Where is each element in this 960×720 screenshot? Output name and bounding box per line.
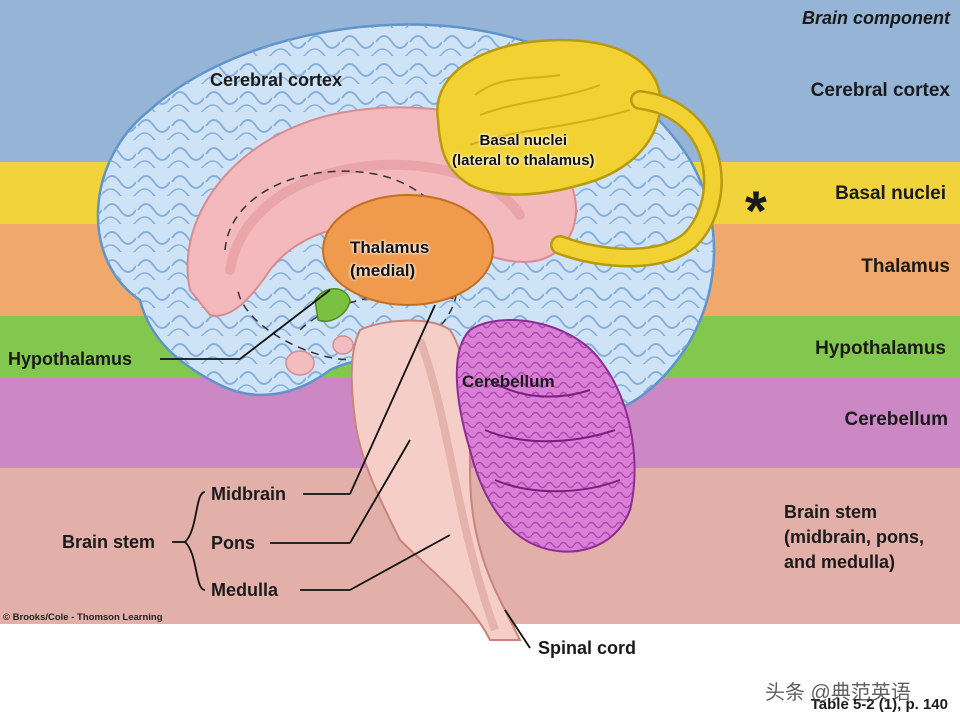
watermark: 头条 @典范英语	[765, 682, 911, 704]
label-cerebral-cortex: Cerebral cortex	[210, 70, 343, 90]
basal-nuclei-shape	[436, 38, 662, 196]
component-label-hypothalamus: Hypothalamus	[815, 338, 946, 359]
component-label-cerebral-cortex: Cerebral cortex	[810, 80, 950, 101]
highlight-asterisk: *	[745, 179, 767, 242]
column-title: Brain component	[801, 8, 950, 28]
label-spinal-cord: Spinal cord	[538, 638, 637, 658]
label-basal-nuclei: Basal nuclei (lateral to thalamus)	[452, 132, 595, 169]
label-pons: Pons	[211, 533, 256, 553]
hypothalamus-shape	[314, 288, 351, 322]
label-brain-stem: Brain stem	[62, 532, 156, 552]
copyright-notice: © Brooks/Cole - Thomson Learning	[3, 612, 163, 623]
component-label-cerebellum: Cerebellum	[844, 409, 948, 430]
brain-stem-shape	[350, 319, 522, 641]
label-cerebellum: Cerebellum	[462, 372, 555, 391]
component-label-thalamus: Thalamus	[861, 256, 950, 277]
label-thalamus: Thalamus (medial)	[350, 238, 430, 280]
thalamus-shape	[322, 194, 494, 306]
reference-citation: Table 5-2 (1), p. 140	[810, 696, 948, 713]
label-midbrain: Midbrain	[211, 484, 286, 504]
label-hypothalamus: Hypothalamus	[8, 349, 133, 369]
label-medulla: Medulla	[211, 580, 279, 600]
component-label-brain-stem: Brain stem (midbrain, pons, and medulla)	[784, 502, 925, 572]
component-label-basal-nuclei: Basal nuclei	[835, 183, 946, 204]
